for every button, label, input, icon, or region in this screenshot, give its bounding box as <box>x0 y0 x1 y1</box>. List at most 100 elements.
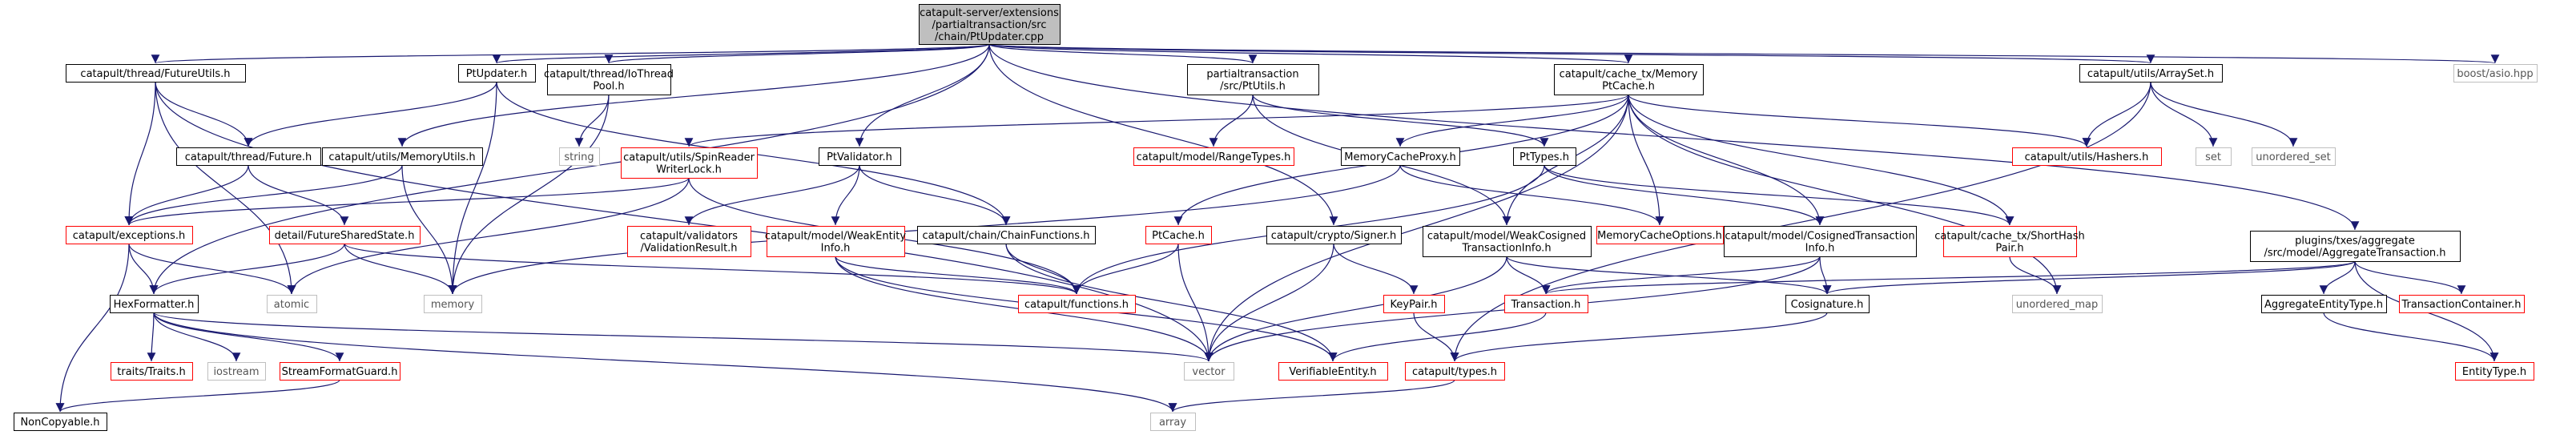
node-functions[interactable]: catapult/functions.h <box>1018 295 1136 313</box>
node-label: MemoryCacheProxy.h <box>1344 151 1455 163</box>
edge-aggregateentitytype-to-entitytype <box>2323 312 2499 362</box>
node-futuresharedstate[interactable]: detail/FutureSharedState.h <box>269 226 421 244</box>
node-future[interactable]: catapult/thread/Future.h <box>176 147 321 166</box>
node-validationresult[interactable]: catapult/validators/ValidationResult.h <box>627 226 751 257</box>
node-vector: vector <box>1184 362 1234 381</box>
node-transactioncontainer[interactable]: TransactionContainer.h <box>2399 295 2525 313</box>
node-chainfunctions[interactable]: catapult/chain/ChainFunctions.h <box>917 226 1096 244</box>
node-entitytype[interactable]: EntityType.h <box>2455 362 2534 381</box>
node-label: Transaction.h <box>1511 299 1581 311</box>
node-box <box>110 295 199 313</box>
node-verifiableentity[interactable]: VerifiableEntity.h <box>1278 362 1388 381</box>
edge-memptcache-to-vector <box>1204 94 1629 362</box>
node-root[interactable]: catapult-server/extensions/partialtransa… <box>919 4 1061 45</box>
edge-memptcache-to-hashers <box>1628 94 2091 147</box>
node-memcacheproxy[interactable]: MemoryCacheProxy.h <box>1341 147 1460 166</box>
node-box <box>66 226 193 244</box>
edge-keypair-to-types <box>1413 312 1459 362</box>
node-box <box>2012 147 2162 166</box>
node-box <box>1405 362 1505 381</box>
node-ptutils[interactable]: partialtransaction/src/PtUtils.h <box>1187 64 1319 95</box>
edge-signer-to-keypair <box>1333 243 1419 295</box>
node-label: Info.h <box>1805 243 1835 255</box>
node-label: catapult/cache_tx/ShortHash <box>1934 231 2085 243</box>
edge-cosignature-to-types <box>1450 312 1828 362</box>
node-label: boost/asio.hpp <box>2457 68 2533 80</box>
node-label: catapult/utils/Hashers.h <box>2025 151 2149 163</box>
node-ptvalidator[interactable]: PtValidator.h <box>819 147 901 166</box>
node-label: memory <box>431 299 475 311</box>
node-aggregateentitytype[interactable]: AggregateEntityType.h <box>2261 295 2387 313</box>
edge-pttypes-to-shorthashpair <box>1544 164 2015 226</box>
edge-memptcache-to-memcacheoptions <box>1628 94 1664 226</box>
node-signer[interactable]: catapult/crypto/Signer.h <box>1266 226 1402 244</box>
node-box <box>621 147 758 179</box>
node-aggregatetx[interactable]: plugins/txes/aggregate/src/model/Aggrega… <box>2250 231 2461 262</box>
node-types[interactable]: catapult/types.h <box>1405 362 1505 381</box>
node-arrayset[interactable]: catapult/utils/ArraySet.h <box>2079 64 2223 83</box>
node-rangetypes[interactable]: catapult/model/RangeTypes.h <box>1133 147 1294 166</box>
node-label: catapult/exceptions.h <box>73 230 185 242</box>
node-box <box>280 362 400 381</box>
node-iostream: iostream <box>207 362 266 381</box>
node-exceptions[interactable]: catapult/exceptions.h <box>66 226 193 244</box>
node-hexformatter[interactable]: HexFormatter.h <box>110 295 199 313</box>
node-atomic: atomic <box>267 295 317 313</box>
edge-cosignedtxinfo-to-cosignature <box>1819 256 1832 295</box>
node-label: KeyPair.h <box>1391 299 1438 311</box>
edge-ptcache-to-vector <box>1177 243 1214 362</box>
edge-futureutils-to-vector <box>155 81 1214 362</box>
node-unordered_set: unordered_set <box>2252 147 2336 166</box>
node-label: Info.h <box>821 243 851 255</box>
node-box <box>1504 295 1588 313</box>
edge-arrayset-to-set <box>2150 81 2218 147</box>
node-cosignature[interactable]: Cosignature.h <box>1785 295 1870 313</box>
node-label: catapult/utils/MemoryUtils.h <box>328 151 475 163</box>
node-hashers[interactable]: catapult/utils/Hashers.h <box>2012 147 2162 166</box>
edge-transaction-to-verifiableentity <box>1328 312 1547 362</box>
node-keypair[interactable]: KeyPair.h <box>1383 295 1445 313</box>
node-transaction[interactable]: Transaction.h <box>1504 295 1588 313</box>
node-box <box>1785 295 1870 313</box>
node-box <box>322 147 483 166</box>
node-label: StreamFormatGuard.h <box>282 366 398 378</box>
node-pttypes[interactable]: PtTypes.h <box>1513 147 1576 166</box>
node-streamformatguard[interactable]: StreamFormatGuard.h <box>280 362 400 381</box>
node-box <box>1724 226 1917 257</box>
edge-memptcache-to-shorthashpair <box>1628 94 2015 226</box>
node-label: plugins/txes/aggregate <box>2295 236 2415 248</box>
node-memutils[interactable]: catapult/utils/MemoryUtils.h <box>322 147 483 166</box>
node-label: /partialtransaction/src <box>932 19 1046 31</box>
node-ptupdater_h[interactable]: PtUpdater.h <box>458 64 536 83</box>
node-memcacheoptions[interactable]: MemoryCacheOptions.h <box>1596 226 1724 244</box>
node-label: PtUpdater.h <box>466 68 528 80</box>
node-array: array <box>1150 413 1196 431</box>
edge-root-to-iothreadpool <box>605 43 990 64</box>
node-label: atomic <box>274 299 309 311</box>
node-weakcosigned[interactable]: catapult/model/WeakCosignedTransactionIn… <box>1423 226 1592 257</box>
node-label: traits/Traits.h <box>117 366 185 378</box>
edge-shorthashpair-to-unordered_map <box>2009 256 2062 295</box>
node-box <box>2453 64 2538 83</box>
node-box <box>14 413 107 431</box>
node-box <box>176 147 321 166</box>
node-label: catapult/model/RangeTypes.h <box>1137 151 1291 163</box>
node-label: Cosignature.h <box>1791 299 1864 311</box>
node-futureutils[interactable]: catapult/thread/FutureUtils.h <box>66 64 246 83</box>
edge-aggregatetx-to-transaction <box>1542 260 2356 295</box>
node-box <box>2252 147 2336 166</box>
node-label: catapult/thread/Future.h <box>185 151 312 163</box>
node-ptcache[interactable]: PtCache.h <box>1145 226 1212 244</box>
node-label: vector <box>1192 366 1226 378</box>
node-noncopyable[interactable]: NonCopyable.h <box>14 413 107 431</box>
node-label: detail/FutureSharedState.h <box>275 230 415 242</box>
node-label: catapult/model/CosignedTransaction <box>1725 231 1914 243</box>
edge-memptcache-to-memcacheproxy <box>1395 94 1629 147</box>
node-traits[interactable]: traits/Traits.h <box>111 362 193 381</box>
